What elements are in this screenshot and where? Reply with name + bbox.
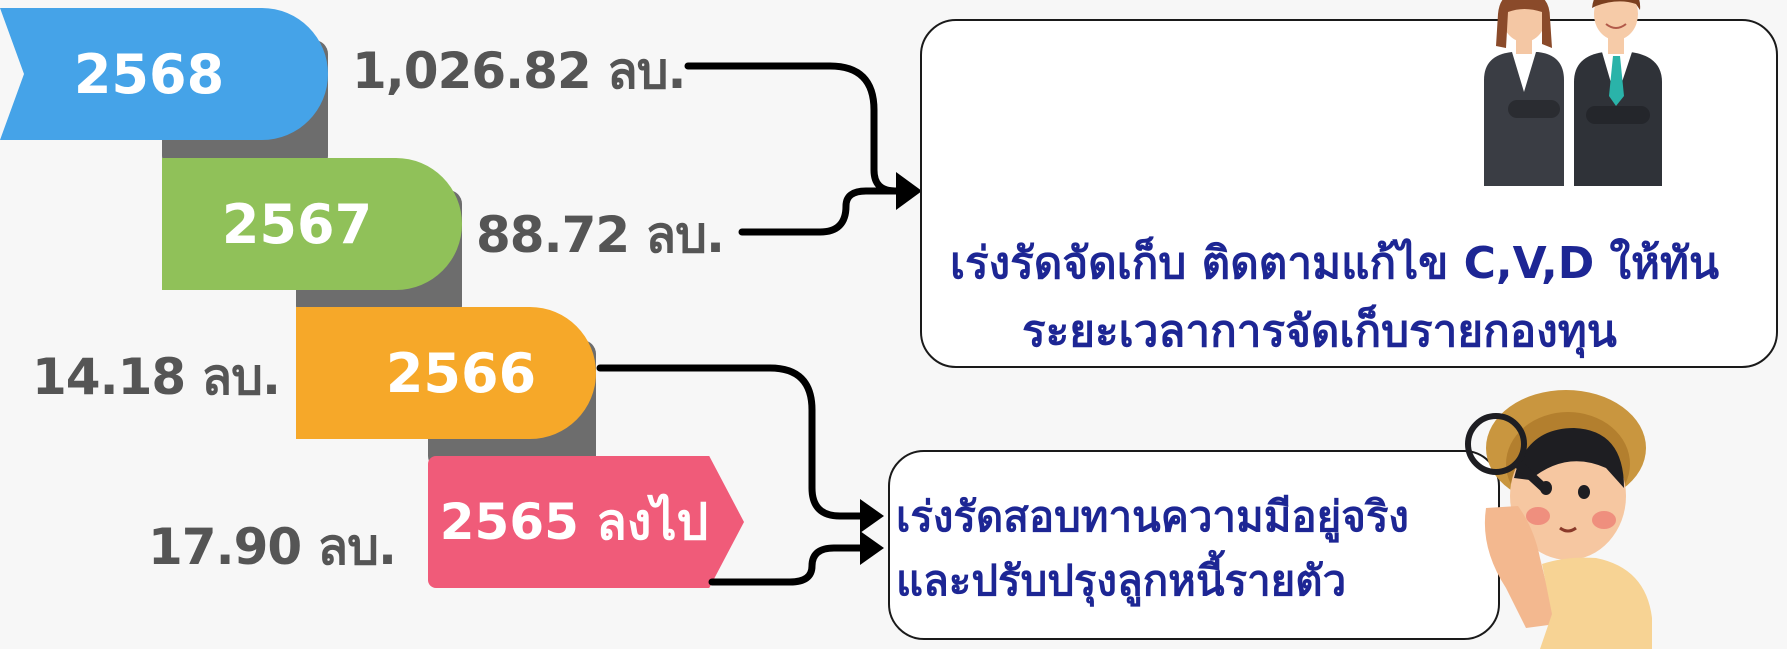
- arrowhead-top: [896, 172, 922, 210]
- year-2567-label: 2567: [221, 192, 373, 256]
- action-top-line1: เร่งรัดจัดเก็บ ติดตามแก้ไข C,V,D ให้ทัน: [950, 238, 1720, 289]
- action-top-line2: ระยะเวลาการจัดเก็บรายกองทุน: [1022, 306, 1617, 357]
- arrow-2567-to-top-box: [738, 187, 909, 236]
- business-people-icon: [1484, 0, 1662, 186]
- year-2568-step: 2568: [0, 8, 328, 140]
- arrow-2566-to-bottom-box: [596, 364, 872, 520]
- magnifying-glass-person-icon: [1465, 390, 1652, 649]
- arrowhead-bottom-2: [860, 531, 884, 565]
- amount-2568: 1,026.82 ลบ.: [352, 42, 687, 100]
- arrow-2565-to-bottom-box: [708, 544, 872, 586]
- year-2565-label: 2565 ลงไป: [439, 492, 709, 551]
- amount-2566: 14.18 ลบ.: [32, 348, 281, 406]
- action-box-bottom: [888, 450, 1500, 640]
- arrowhead-bottom-1: [860, 499, 884, 533]
- year-2566-step: 2566: [296, 307, 596, 439]
- action-bottom-line1: เร่งรัดสอบทานความมีอยู่จริง: [896, 492, 1409, 541]
- action-bottom-line2: และปรับปรุงลูกหนี้รายตัว: [896, 556, 1347, 605]
- year-2565-step: 2565 ลงไป: [428, 456, 744, 588]
- year-2566-label: 2566: [385, 341, 537, 405]
- amount-2565: 17.90 ลบ.: [148, 518, 397, 576]
- year-2567-step: 2567: [162, 158, 462, 290]
- year-2568-label: 2568: [73, 42, 225, 106]
- arrow-2568-to-top-box: [684, 62, 909, 195]
- amount-2567: 88.72 ลบ.: [476, 206, 725, 264]
